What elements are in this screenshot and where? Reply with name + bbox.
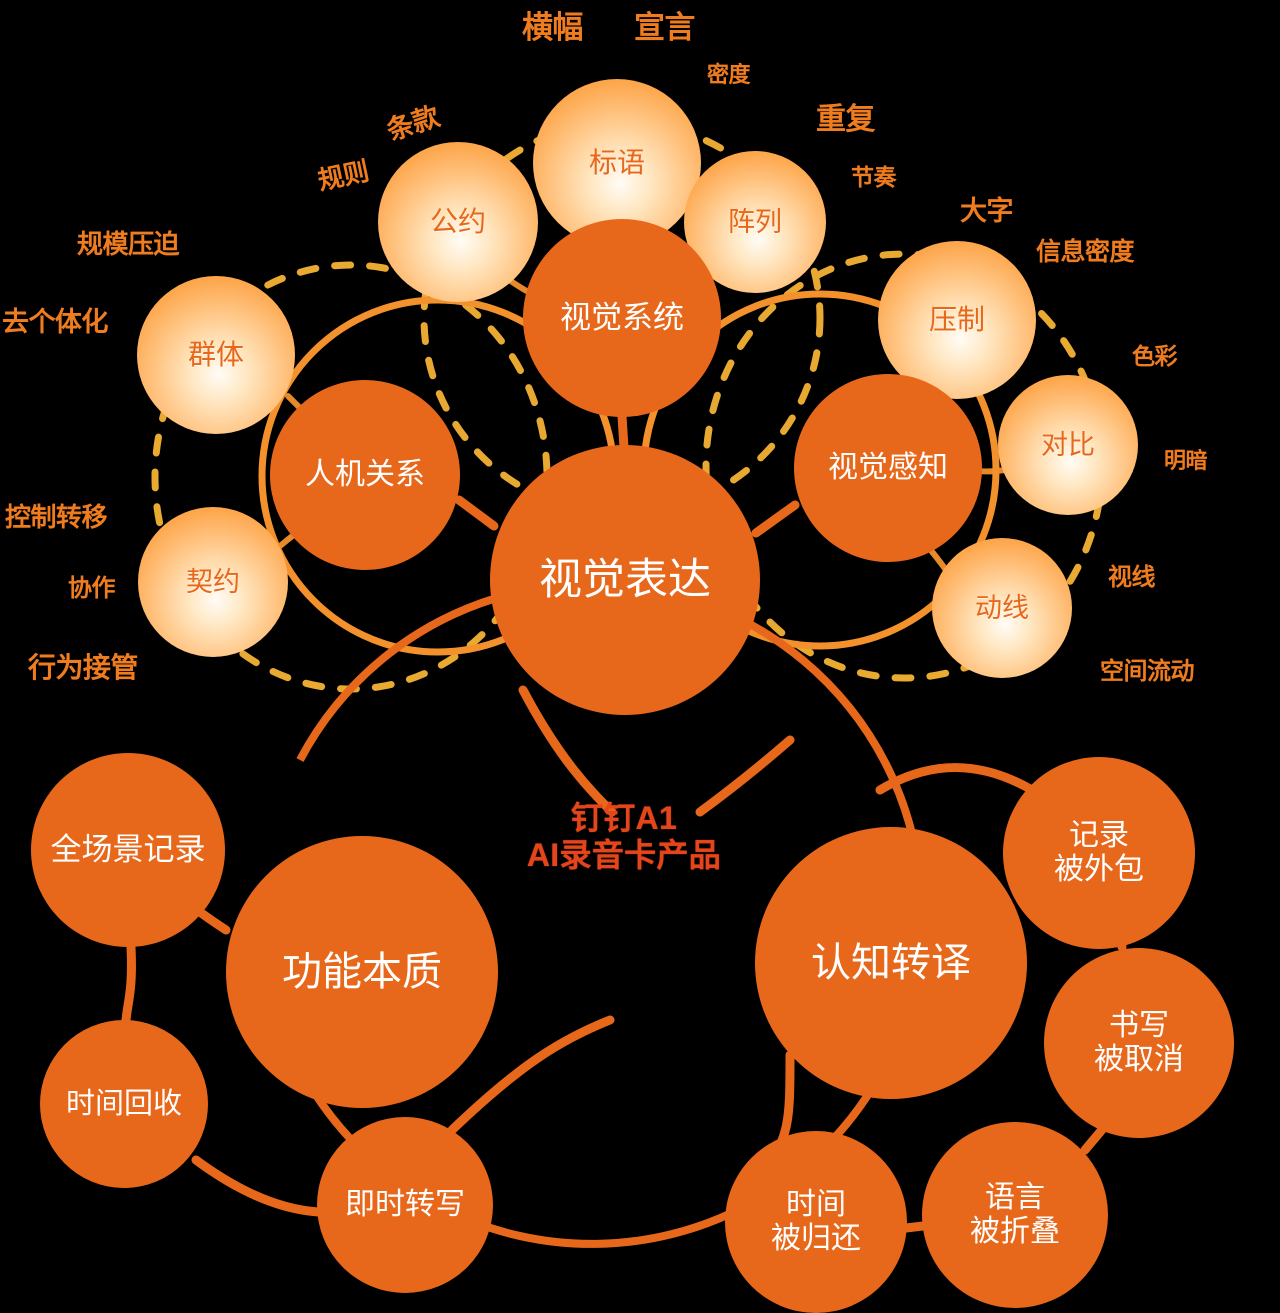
node-human-machine-label: 人机关系 xyxy=(305,458,425,492)
node-visual-system-label: 视觉系统 xyxy=(560,299,684,335)
node-shijian-beiguihuan-label: 时间 被归还 xyxy=(771,1188,861,1255)
link-shijian-to-jishi xyxy=(191,1155,323,1217)
node-jilu-beiwaibao-label: 记录 被外包 xyxy=(1054,819,1144,886)
keyword-guimo-yapo: 规模压迫 xyxy=(77,229,179,259)
bubble-dongxian-label: 动线 xyxy=(975,592,1029,623)
keyword-secai: 色彩 xyxy=(1132,343,1178,369)
spoke-core-to-human-machine xyxy=(454,495,499,531)
keyword-kongjian-liudong: 空间流动 xyxy=(1100,658,1195,685)
node-jilu-beiwaibao[interactable]: 记录 被外包 xyxy=(1003,757,1195,949)
keyword-jiezou: 节奏 xyxy=(851,164,897,190)
keyword-hengfu: 横幅 xyxy=(522,10,583,45)
node-yuyan-beizhedie[interactable]: 语言 被折叠 xyxy=(922,1122,1108,1308)
bubble-qiyue[interactable]: 契约 xyxy=(138,507,288,657)
node-shijian-huishou-label: 时间回收 xyxy=(65,1087,182,1120)
keyword-xiezuo: 协作 xyxy=(68,575,116,602)
spoke-core-to-visual-perception xyxy=(751,500,800,538)
bubble-duibi-label: 对比 xyxy=(1041,429,1095,460)
bubble-duibi[interactable]: 对比 xyxy=(998,375,1138,515)
keyword-xingwei-jieguan: 行为接管 xyxy=(28,652,138,683)
keyword-qugetihua: 去个体化 xyxy=(2,307,108,337)
bubble-biaoyu-label: 标语 xyxy=(588,147,645,179)
keyword-shixian: 视线 xyxy=(1108,564,1156,591)
bubble-dongxian[interactable]: 动线 xyxy=(932,538,1072,678)
node-visual-perception[interactable]: 视觉感知 xyxy=(794,374,982,562)
keyword-dazi: 大字 xyxy=(960,196,1013,226)
keyword-guize: 规则 xyxy=(315,155,372,196)
node-human-machine[interactable]: 人机关系 xyxy=(270,380,460,570)
node-shuxie-beiquxiao[interactable]: 书写 被取消 xyxy=(1044,948,1234,1138)
bubble-qunti[interactable]: 群体 xyxy=(137,276,295,434)
keyword-tiaokuan: 条款 xyxy=(383,101,443,147)
node-yuyan-beizhedie-label: 语言 被折叠 xyxy=(970,1181,1060,1248)
bubble-qunti-label: 群体 xyxy=(187,339,244,371)
bubble-yazhi[interactable]: 压制 xyxy=(878,241,1036,399)
keyword-mingan: 明暗 xyxy=(1164,448,1208,473)
node-shijian-beiguihuan[interactable]: 时间 被归还 xyxy=(725,1131,907,1313)
node-visual-system[interactable]: 视觉系统 xyxy=(523,219,721,417)
node-visual-perception-label: 视觉感知 xyxy=(828,451,948,485)
node-shuxie-beiquxiao-label: 书写 被取消 xyxy=(1094,1009,1184,1076)
node-core-label: 视觉表达 xyxy=(539,555,711,604)
brand-title: 钉钉A1 AI录音卡产品 xyxy=(526,800,722,874)
bubble-yazhi-label: 压制 xyxy=(928,304,985,336)
node-function-essence-label: 功能本质 xyxy=(282,949,442,994)
node-shijian-huishou[interactable]: 时间回收 xyxy=(40,1020,208,1188)
bubble-qiyue-label: 契约 xyxy=(186,566,240,597)
node-quanchangjing-jilu-label: 全场景记录 xyxy=(50,831,206,867)
keyword-midu: 密度 xyxy=(707,62,751,87)
node-core-visual-expression[interactable]: 视觉表达 xyxy=(490,445,760,715)
bubble-gongyue-label: 公约 xyxy=(429,206,486,238)
node-function-essence[interactable]: 功能本质 xyxy=(226,836,498,1108)
node-cognitive-translation-label: 认知转译 xyxy=(811,940,971,985)
node-quanchangjing-jilu[interactable]: 全场景记录 xyxy=(31,753,225,947)
node-cognitive-translation[interactable]: 认知转译 xyxy=(755,827,1027,1099)
keyword-kongzhi-zhuanyi: 控制转移 xyxy=(5,502,107,532)
keyword-xinxi-midu: 信息密度 xyxy=(1036,238,1135,266)
link-jilu-to-renzhi xyxy=(875,763,1037,795)
link-shijianguihuan-to-yuyan xyxy=(901,1221,928,1233)
bubble-gongyue[interactable]: 公约 xyxy=(378,142,538,302)
keyword-chongfu: 重复 xyxy=(816,103,875,136)
link-quanchangjing-to-shijian xyxy=(121,942,136,1025)
node-jishi-zhuanxie[interactable]: 即时转写 xyxy=(317,1117,493,1293)
spoke-core-to-visual-system xyxy=(617,411,629,453)
node-jishi-zhuanxie-label: 即时转写 xyxy=(345,1188,465,1222)
keyword-xuanyan: 宣言 xyxy=(634,10,695,45)
bubble-zhenlie-label: 阵列 xyxy=(728,206,782,237)
